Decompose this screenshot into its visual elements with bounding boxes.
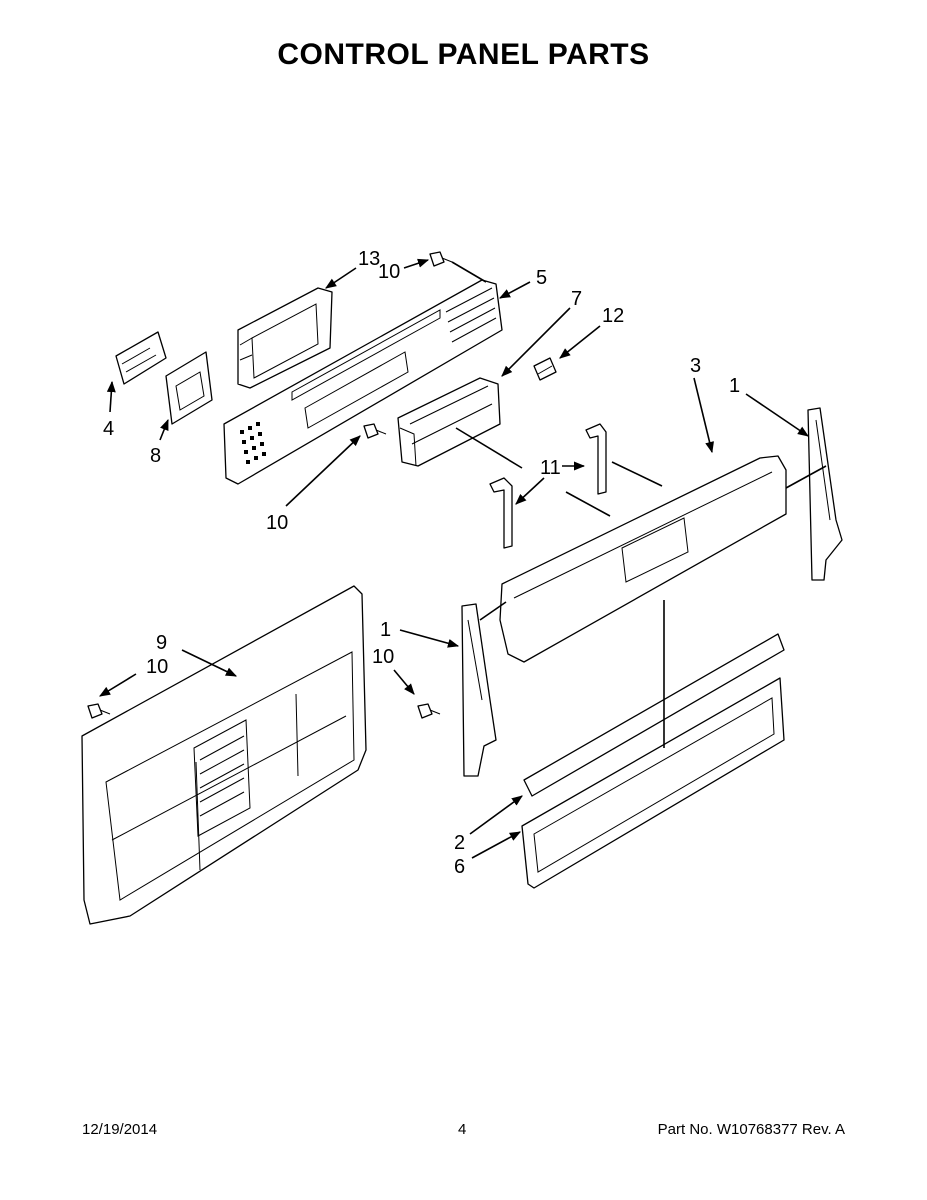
part-1-end-cap-right xyxy=(807,407,843,581)
part-8-control-board xyxy=(165,351,213,425)
callout-12: 12 xyxy=(602,305,624,327)
callout-10: 10 xyxy=(146,656,168,678)
callout-2: 2 xyxy=(454,832,465,854)
callout-13: 13 xyxy=(358,248,380,270)
screw-icon xyxy=(429,251,453,267)
callout-8: 8 xyxy=(150,445,161,467)
callout-10: 10 xyxy=(372,646,394,668)
leader-lines xyxy=(99,258,827,859)
callout-7: 7 xyxy=(571,288,582,310)
screw-icon xyxy=(87,703,111,719)
part-1-end-cap-left xyxy=(461,603,497,777)
callout-4: 4 xyxy=(103,418,114,440)
footer-date: 12/19/2014 xyxy=(82,1121,158,1138)
part-11-clip-upper xyxy=(585,423,607,495)
callout-9: 9 xyxy=(156,632,167,654)
callout-10: 10 xyxy=(266,512,288,534)
part-13-bracket xyxy=(237,287,333,389)
part-4-control-board xyxy=(115,331,167,385)
callout-1: 1 xyxy=(729,375,740,397)
part-11-clip-lower xyxy=(489,477,513,549)
part-7-housing xyxy=(397,377,501,467)
screw-icon xyxy=(363,423,387,439)
part-5-control-panel-backing xyxy=(223,279,503,485)
part-9-rear-panel xyxy=(81,585,367,925)
callout-6: 6 xyxy=(454,856,465,878)
callout-11: 11 xyxy=(540,457,561,479)
part-12-switch xyxy=(533,357,557,381)
footer-part-number: Part No. W10768377 Rev. A xyxy=(657,1121,845,1138)
footer-page-number: 4 xyxy=(458,1121,467,1138)
callout-10: 10 xyxy=(378,261,400,283)
screw-icon xyxy=(417,703,441,719)
callout-3: 3 xyxy=(690,355,701,377)
callout-1: 1 xyxy=(380,619,391,641)
page-title: CONTROL PANEL PARTS xyxy=(277,38,650,71)
part-3-control-panel xyxy=(499,455,787,663)
part-6-bottom-trim xyxy=(521,677,785,889)
part-2-channel xyxy=(523,633,785,797)
callout-5: 5 xyxy=(536,267,547,289)
